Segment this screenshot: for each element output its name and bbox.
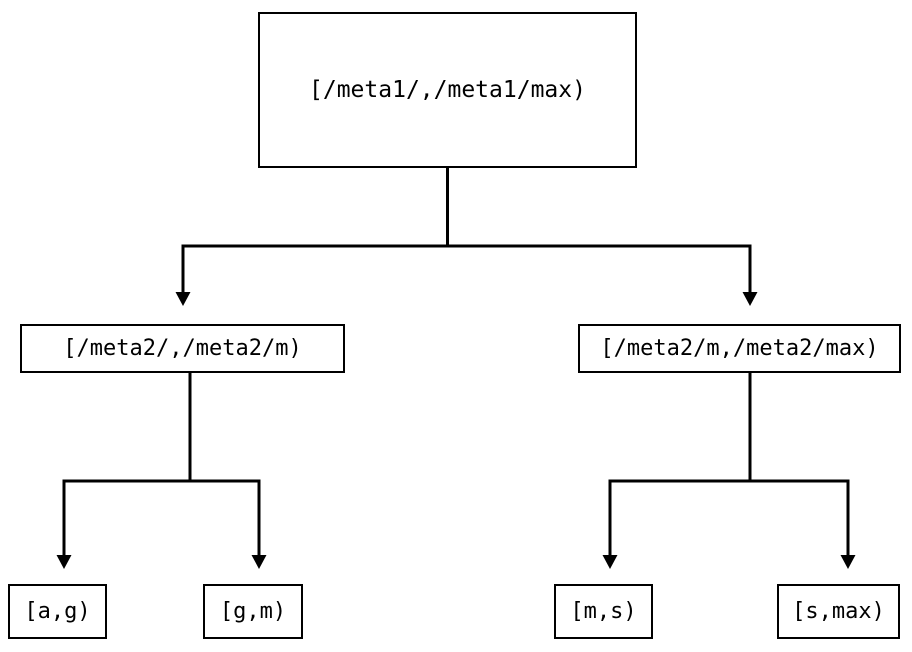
node-leaf-s-max[interactable]: [s,max) xyxy=(777,584,900,639)
edge-root-to-mid-left xyxy=(175,168,449,306)
node-leaf-a-g[interactable]: [a,g) xyxy=(8,584,107,639)
node-mid-right-label: [/meta2/m,/meta2/max) xyxy=(600,335,879,361)
node-leaf-a-g-label: [a,g) xyxy=(24,598,91,624)
edge-root-to-mid-right xyxy=(447,244,758,306)
edge-mid-left-to-gm xyxy=(190,479,267,569)
node-root[interactable]: [/meta1/,/meta1/max) xyxy=(258,12,637,168)
node-root-label: [/meta1/,/meta1/max) xyxy=(309,76,586,103)
node-mid-left-label: [/meta2/,/meta2/m) xyxy=(63,335,302,361)
edge-mid-right-to-smax xyxy=(750,479,856,569)
edge-mid-right-to-ms xyxy=(602,373,752,569)
node-leaf-g-m[interactable]: [g,m) xyxy=(203,584,303,639)
node-mid-left[interactable]: [/meta2/,/meta2/m) xyxy=(20,324,345,373)
node-leaf-m-s[interactable]: [m,s) xyxy=(554,584,653,639)
node-leaf-m-s-label: [m,s) xyxy=(570,598,637,624)
edge-mid-left-to-ag xyxy=(56,373,192,569)
node-mid-right[interactable]: [/meta2/m,/meta2/max) xyxy=(578,324,901,373)
node-leaf-s-max-label: [s,max) xyxy=(792,598,885,624)
node-leaf-g-m-label: [g,m) xyxy=(219,598,287,624)
